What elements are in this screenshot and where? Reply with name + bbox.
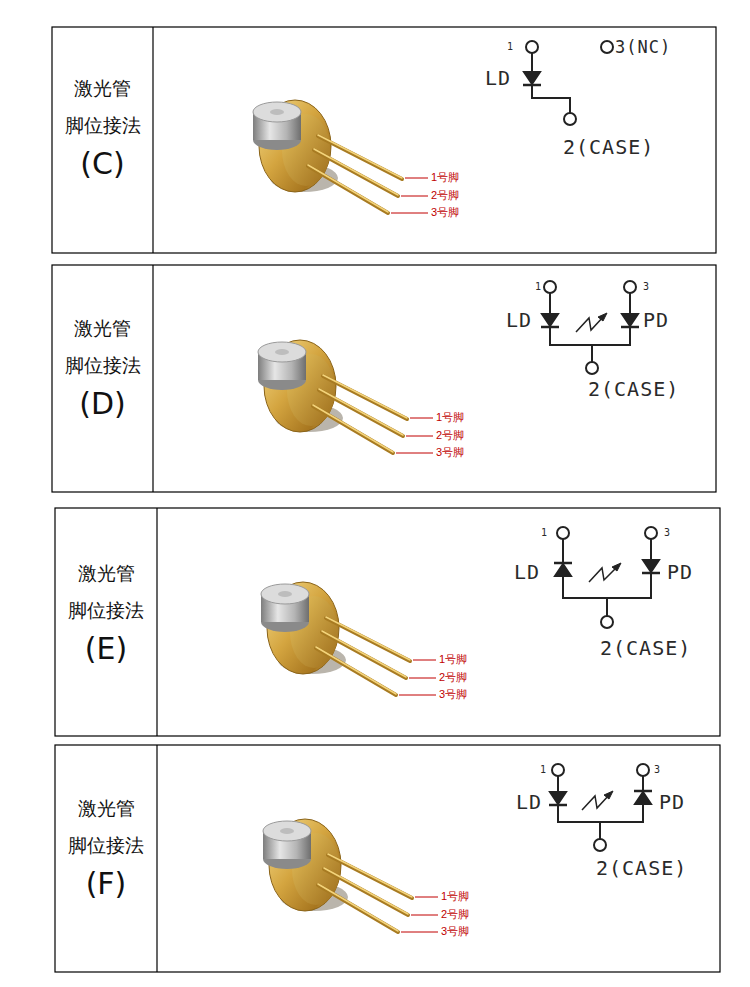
schematic-symbol <box>541 281 639 374</box>
cell-title: 激光管 脚位接法 <box>55 790 157 864</box>
signal-name: LD <box>506 308 532 332</box>
diode-symbol <box>550 792 566 804</box>
diode-bar <box>621 326 639 329</box>
pin-number: 3 <box>654 764 660 776</box>
variant-letter: (C) <box>52 144 153 184</box>
pin-label: 2号脚 <box>431 189 459 202</box>
wire <box>550 293 630 362</box>
terminal <box>552 764 564 776</box>
diode-bar <box>523 84 541 87</box>
terminal <box>544 281 556 293</box>
pin-label: 1号脚 <box>431 171 459 184</box>
pin-label: 2号脚 <box>441 908 469 921</box>
terminal <box>601 616 613 628</box>
arrowhead <box>604 791 613 799</box>
schematic-symbol <box>554 527 660 628</box>
pin-label: 3号脚 <box>431 206 459 219</box>
pin-label: 1号脚 <box>439 653 467 666</box>
arrowhead <box>612 563 621 571</box>
pinout-label-cell: 激光管 脚位接法(E) <box>55 555 157 669</box>
signal-name: PD <box>667 560 693 584</box>
pin-label: 3号脚 <box>439 688 467 701</box>
signal-name: 2(CASE) <box>600 636 691 660</box>
signal-name: 2(CASE) <box>588 377 679 401</box>
signal-name: 3(NC) <box>615 37 671 57</box>
diode-bar <box>634 790 652 793</box>
pin-number: 3 <box>643 281 649 293</box>
terminal <box>564 113 576 125</box>
variant-letter: (E) <box>55 629 157 669</box>
terminal <box>645 527 657 539</box>
terminal <box>557 527 569 539</box>
pin-label: 3号脚 <box>436 446 464 459</box>
diode-symbol <box>643 560 659 572</box>
signal-name: 2(CASE) <box>563 135 654 159</box>
diode-symbol <box>622 314 638 326</box>
pin-number: 1 <box>507 41 513 53</box>
wire <box>563 539 651 616</box>
pin-number: 1 <box>541 527 547 539</box>
terminal <box>526 41 538 53</box>
pin-label: 1号脚 <box>436 411 464 424</box>
variant-letter: (D) <box>52 384 153 424</box>
pin-number: 1 <box>535 281 541 293</box>
diode-bar <box>549 804 567 807</box>
panel-frame <box>55 508 720 736</box>
panel-frame <box>52 265 716 492</box>
terminal <box>601 41 613 53</box>
laser-diode-photo <box>258 340 433 453</box>
panel-frame <box>55 745 720 972</box>
cell-divider <box>152 27 153 253</box>
cell-divider <box>152 265 153 492</box>
signal-name: LD <box>516 790 542 814</box>
cell-title: 激光管 脚位接法 <box>52 310 153 384</box>
wire <box>558 776 643 839</box>
variant-letter: (F) <box>55 864 157 904</box>
terminal <box>624 281 636 293</box>
pin-label: 2号脚 <box>436 429 464 442</box>
pin-label: 3号脚 <box>441 925 469 938</box>
pinout-label-cell: 激光管 脚位接法(F) <box>55 790 157 904</box>
diode-bar <box>541 326 559 329</box>
terminal <box>594 839 606 851</box>
panel-frame <box>52 27 716 253</box>
terminal <box>586 362 598 374</box>
diode-symbol <box>555 564 571 576</box>
diode-bar <box>642 572 660 575</box>
laser-diode-photo <box>261 582 436 695</box>
panel-frames <box>52 27 720 972</box>
cell-title: 激光管 脚位接法 <box>52 70 153 144</box>
laser-diode-photo <box>263 819 438 932</box>
arrowhead <box>598 313 607 321</box>
cell-divider <box>156 508 157 736</box>
pin-label: 1号脚 <box>441 890 469 903</box>
signal-name: PD <box>659 790 685 814</box>
diode-bar <box>554 562 572 565</box>
pin-number: 3 <box>664 527 670 539</box>
diode-symbol <box>542 314 558 326</box>
signal-name: LD <box>514 560 540 584</box>
pin-label: 2号脚 <box>439 671 467 684</box>
laser-diode-photo <box>253 100 428 213</box>
schematic-symbol <box>523 41 613 125</box>
pin-number: 1 <box>540 764 546 776</box>
wire <box>532 53 570 113</box>
pinout-label-cell: 激光管 脚位接法(C) <box>52 70 153 184</box>
terminal <box>637 764 649 776</box>
schematic-symbol <box>549 764 652 851</box>
signal-name: LD <box>485 66 511 90</box>
pinout-label-cell: 激光管 脚位接法(D) <box>52 310 153 424</box>
signal-name: 2(CASE) <box>596 856 687 880</box>
diode-symbol <box>635 792 651 804</box>
diode-symbol <box>524 72 540 84</box>
cell-divider <box>156 745 157 972</box>
signal-name: PD <box>643 308 669 332</box>
cell-title: 激光管 脚位接法 <box>55 555 157 629</box>
